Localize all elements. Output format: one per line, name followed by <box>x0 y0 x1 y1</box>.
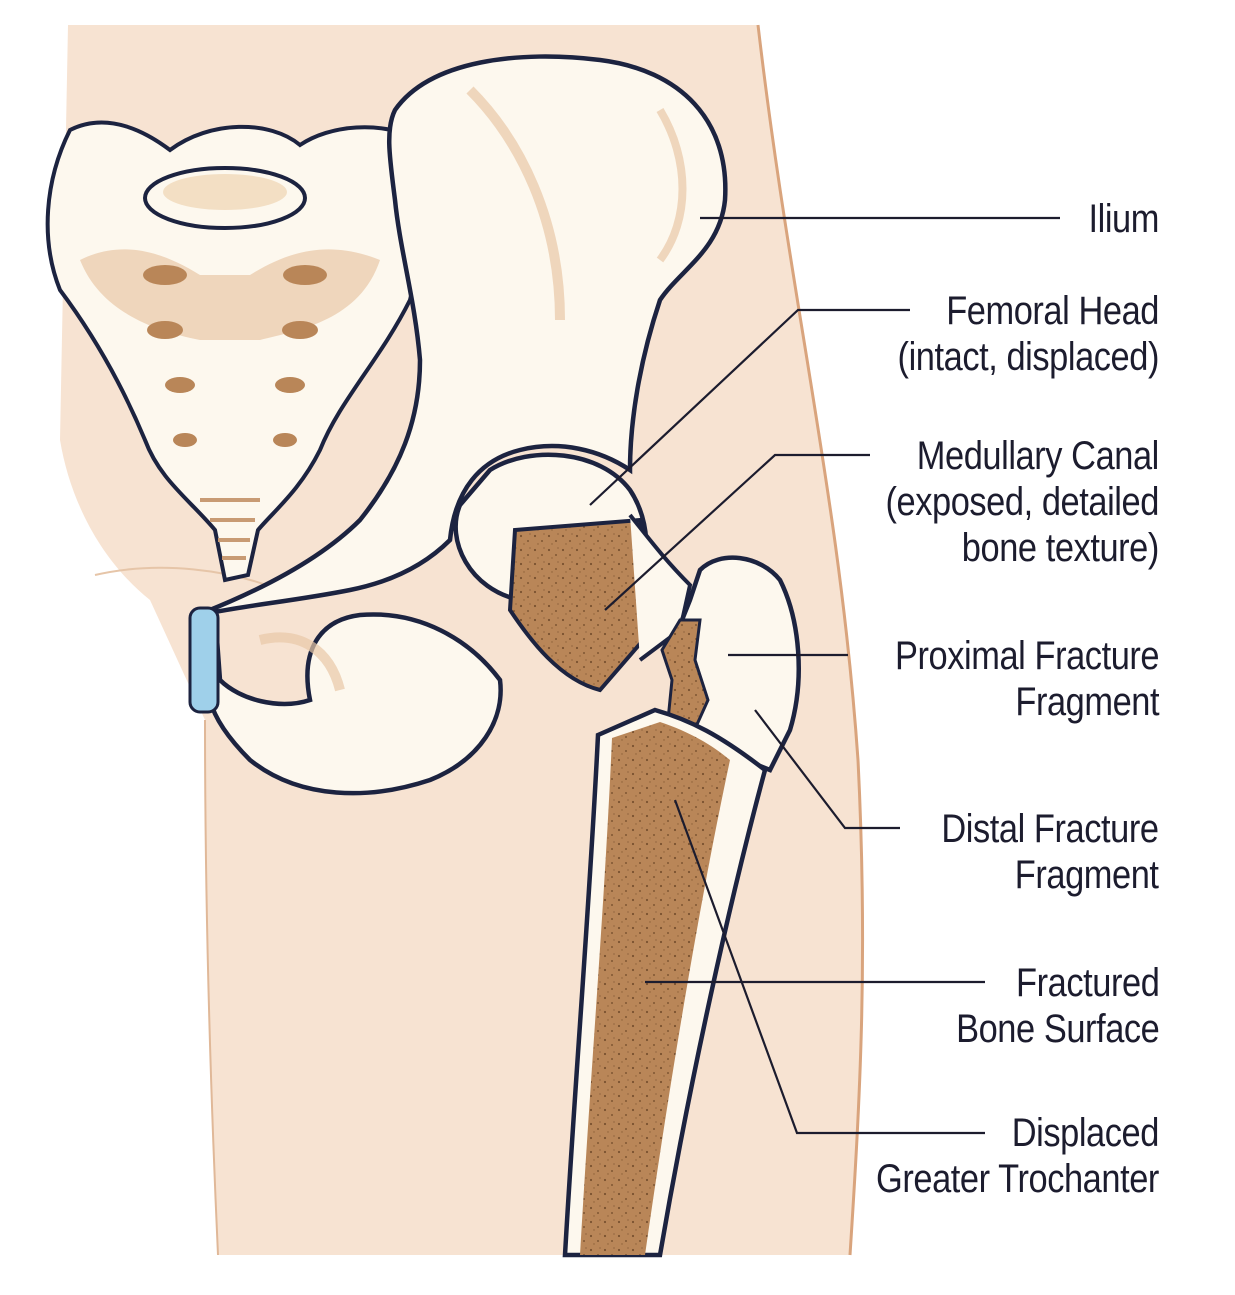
label-fractured-surface: Fractured Bone Surface <box>955 961 1160 1051</box>
leader-femoral-head <box>589 308 910 506</box>
pubic-cartilage <box>188 606 220 714</box>
label-greater-trochanter: Displaced Greater Trochanter <box>876 1111 1159 1201</box>
label-femoral-head: Femoral Head (intact, displaced) <box>897 289 1160 379</box>
label-ilium: Ilium <box>1088 197 1160 241</box>
femoral-head <box>453 452 693 693</box>
ilium <box>202 54 728 796</box>
label-medullary-canal: Medullary Canal (exposed, detailed bone … <box>885 434 1160 570</box>
leader-medullary-canal <box>604 453 870 611</box>
leader-distal-fragment <box>754 709 900 830</box>
leader-greater-trochanter <box>673 799 985 1135</box>
label-proximal-fragment: Proximal Fracture Fragment <box>894 634 1160 724</box>
label-distal-fragment: Distal Fracture Fragment <box>941 807 1160 897</box>
sacrum <box>45 120 427 583</box>
thigh-outline-right <box>756 24 865 1256</box>
thigh-outline-left <box>204 719 219 1256</box>
proximal-fragment <box>660 555 801 773</box>
thigh-crease <box>94 566 281 591</box>
leader-lines <box>589 216 1060 1135</box>
